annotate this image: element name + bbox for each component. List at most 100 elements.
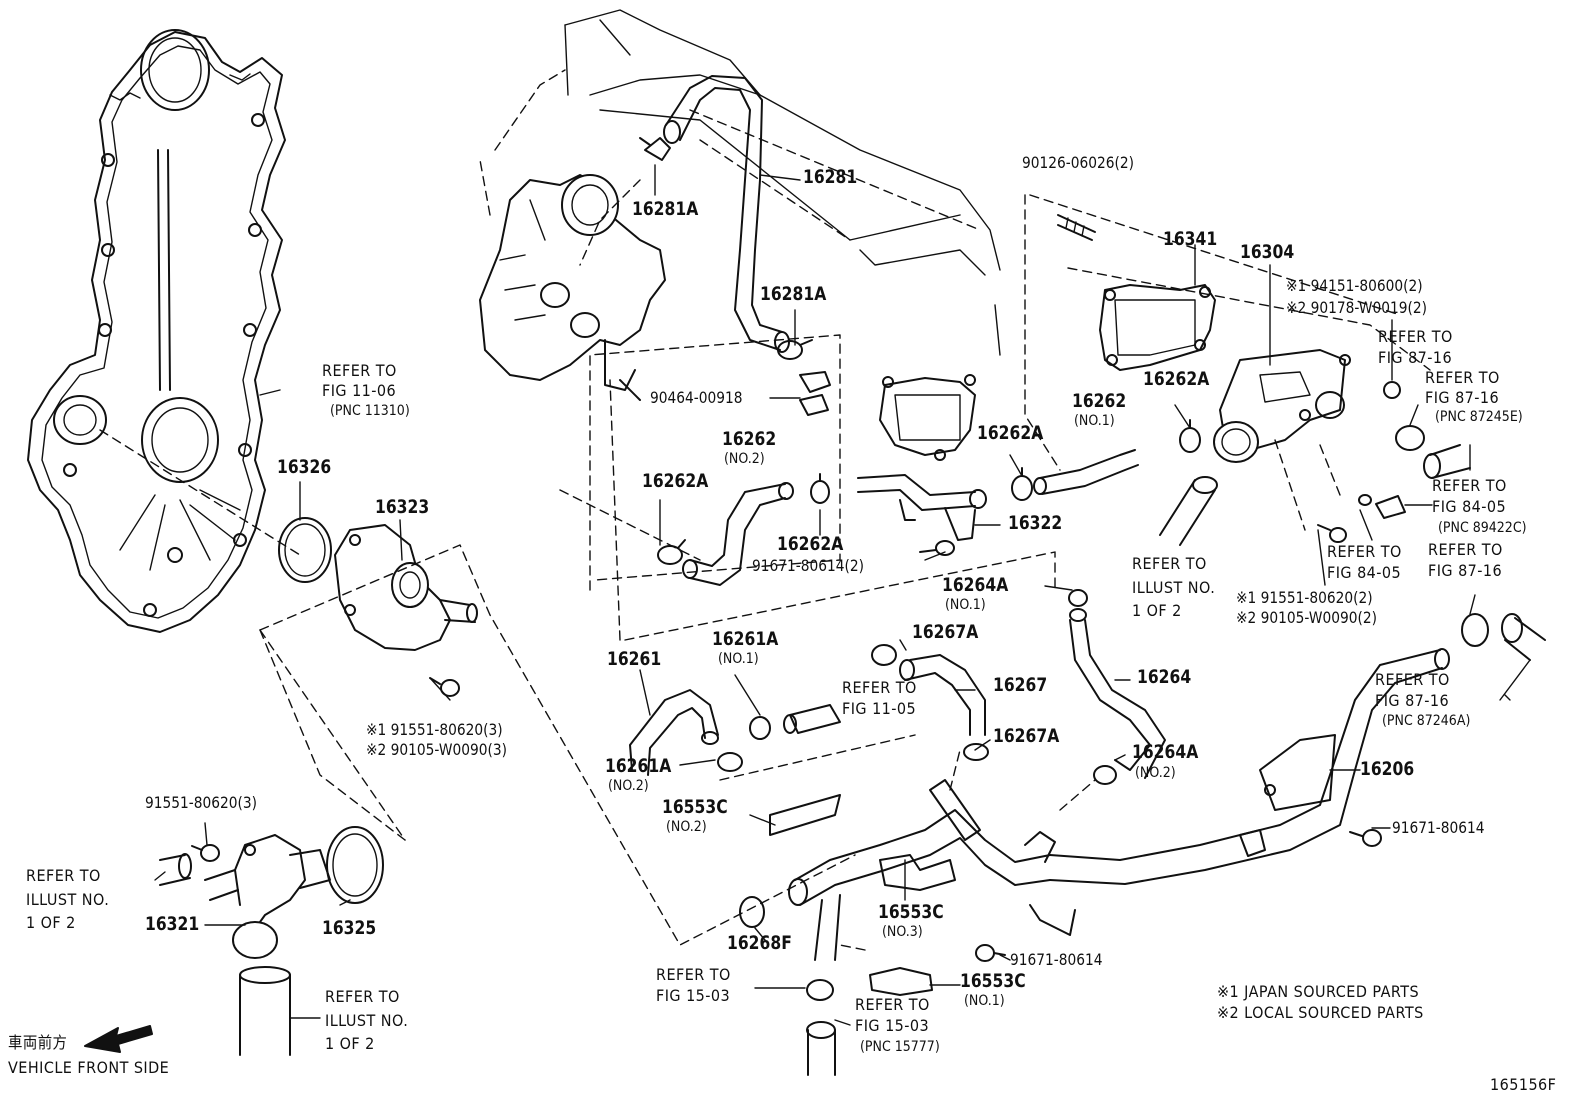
label-pnc-87246a: (PNC 87246A) bbox=[1382, 713, 1471, 729]
hose-16281 bbox=[663, 75, 790, 353]
water-outlet-16304 bbox=[1213, 349, 1351, 463]
label-16323: 16323 bbox=[375, 496, 430, 518]
label-fig-8405-b: FIG 84-05 bbox=[1327, 563, 1402, 582]
bolt-91671-2 bbox=[919, 540, 955, 556]
label-16268f: 16268F bbox=[727, 932, 792, 954]
gasket-16326 bbox=[278, 517, 332, 583]
label-pnc-15777: (PNC 15777) bbox=[860, 1039, 940, 1055]
label-91671-80614-r: 91671-80614 bbox=[1392, 818, 1485, 837]
label-91671-80614-b: 91671-80614 bbox=[1010, 950, 1103, 969]
label-fig-1503-a: FIG 15-03 bbox=[656, 986, 731, 1005]
label-16304: 16304 bbox=[1240, 241, 1295, 263]
label-note-japan: ※1 JAPAN SOURCED PARTS bbox=[1217, 982, 1420, 1001]
clamp-16264a-no1 bbox=[1068, 589, 1088, 607]
label-front-jp: 車両前方 bbox=[8, 1033, 68, 1052]
assembly-lines bbox=[99, 179, 1431, 951]
label-1of2-a: 1 OF 2 bbox=[1132, 601, 1182, 620]
label-16267a-bot: 16267A bbox=[993, 725, 1060, 747]
label-note-local: ※2 LOCAL SOURCED PARTS bbox=[1217, 1003, 1424, 1022]
label-16322: 16322 bbox=[1008, 512, 1063, 534]
label-91671-80614-2: 91671-80614(2) bbox=[752, 556, 865, 575]
label-16553c-no1-sub: (NO.1) bbox=[964, 993, 1005, 1009]
label-refer-8405-b: REFER TO bbox=[1327, 542, 1402, 561]
label-16326: 16326 bbox=[277, 456, 332, 478]
label-note1-91551-3: ※1 91551-80620(3) bbox=[366, 720, 503, 739]
label-16262a-right: 16262A bbox=[977, 422, 1044, 444]
label-refer-8405-a: REFER TO bbox=[1432, 476, 1507, 495]
label-fig-8716-b: FIG 87-16 bbox=[1425, 388, 1500, 407]
clip-16553c-no1 bbox=[869, 967, 933, 996]
hose-1503-b bbox=[806, 1021, 836, 1076]
label-16553c-no2-sub: (NO.2) bbox=[666, 819, 707, 835]
label-refer-1105: REFER TO bbox=[842, 678, 917, 697]
label-16325: 16325 bbox=[322, 917, 377, 939]
label-fig-1503-b: FIG 15-03 bbox=[855, 1016, 930, 1035]
clamp-1503-a bbox=[806, 979, 834, 1001]
label-16262a-mid: 16262A bbox=[777, 533, 844, 555]
bolt-91671-r bbox=[1349, 829, 1382, 847]
label-90126-06026: 90126-06026(2) bbox=[1022, 153, 1135, 172]
label-pnc-89422c: (PNC 89422C) bbox=[1438, 520, 1527, 536]
label-16553c-no1: 16553C bbox=[960, 970, 1026, 992]
label-16262a-far: 16262A bbox=[1143, 368, 1210, 390]
gasket-mid bbox=[879, 374, 976, 461]
label-16261a-no2: 16261A bbox=[605, 755, 672, 777]
label-refer-8716-c: REFER TO bbox=[1428, 540, 1503, 559]
label-16261a-no2-sub: (NO.2) bbox=[608, 778, 649, 794]
hose-16267 bbox=[899, 654, 986, 736]
label-16264a-no1-sub: (NO.1) bbox=[945, 597, 986, 613]
label-refer-8716-a: REFER TO bbox=[1378, 327, 1453, 346]
hose-8716-d bbox=[1501, 613, 1546, 661]
bolt-91671-b bbox=[975, 944, 1006, 962]
label-16264a-no1: 16264A bbox=[942, 574, 1009, 596]
label-fig-1106: FIG 11-06 bbox=[322, 381, 397, 400]
label-note1-94151: ※1 94151-80600(2) bbox=[1286, 276, 1423, 295]
clamp-16262a-left bbox=[657, 539, 686, 565]
water-pump-16323 bbox=[334, 524, 478, 651]
label-16262a-left: 16262A bbox=[642, 470, 709, 492]
label-16281: 16281 bbox=[803, 166, 858, 188]
bolt-91551-80620-3 bbox=[191, 844, 220, 862]
clamp-8716-c bbox=[1461, 613, 1489, 647]
label-refer-illust-c: REFER TO bbox=[325, 987, 400, 1006]
label-note2-90178: ※2 90178-W0019(2) bbox=[1286, 298, 1427, 317]
label-1of2-b: 1 OF 2 bbox=[26, 913, 76, 932]
hose-illust-c bbox=[239, 966, 291, 1056]
clip-16553c-no2 bbox=[769, 794, 841, 836]
label-refer-1503-a: REFER TO bbox=[656, 965, 731, 984]
hose-16261 bbox=[629, 689, 719, 776]
label-16281a-top: 16281A bbox=[632, 198, 699, 220]
clamp-16267a-bot bbox=[963, 743, 989, 761]
clip-16553c-no3 bbox=[879, 854, 956, 891]
label-note2-90105-3: ※2 90105-W0090(3) bbox=[366, 740, 507, 759]
label-16261a-no1: 16261A bbox=[712, 628, 779, 650]
label-note2-90105: ※2 90105-W0090(2) bbox=[1236, 608, 1377, 627]
clamp-16267a-top bbox=[871, 644, 897, 666]
union-1105 bbox=[783, 704, 841, 734]
hose-illust-b bbox=[159, 853, 192, 886]
sensor-89422c bbox=[1358, 494, 1406, 519]
label-16553c-no2: 16553C bbox=[662, 796, 728, 818]
clamp-16262a-mid bbox=[810, 473, 830, 504]
label-16281a-mid: 16281A bbox=[760, 283, 827, 305]
cap-94151 bbox=[1383, 381, 1401, 399]
clamp-16261a-no2 bbox=[717, 752, 743, 772]
clamp-16262a-right bbox=[1011, 467, 1033, 501]
label-16553c-no3-sub: (NO.3) bbox=[882, 924, 923, 940]
label-pnc-87245e: (PNC 87245E) bbox=[1435, 409, 1523, 425]
pipe-16322 bbox=[857, 474, 987, 541]
bolt-91551-2 bbox=[1317, 524, 1347, 543]
engine-outline bbox=[479, 9, 1001, 356]
label-16261: 16261 bbox=[607, 648, 662, 670]
label-note1-91551: ※1 91551-80620(2) bbox=[1236, 588, 1373, 607]
gasket-16325 bbox=[326, 826, 384, 904]
label-16553c-no3: 16553C bbox=[878, 901, 944, 923]
oring-16268f bbox=[739, 896, 765, 928]
clamp-16262a-far bbox=[1179, 419, 1201, 453]
clamp-16261a-no1 bbox=[749, 716, 771, 740]
hose-16262-no1 bbox=[1033, 449, 1139, 495]
label-front-en: VEHICLE FRONT SIDE bbox=[8, 1058, 170, 1077]
intake-assembly bbox=[479, 174, 666, 401]
label-fig-8716-a: FIG 87-16 bbox=[1378, 348, 1453, 367]
